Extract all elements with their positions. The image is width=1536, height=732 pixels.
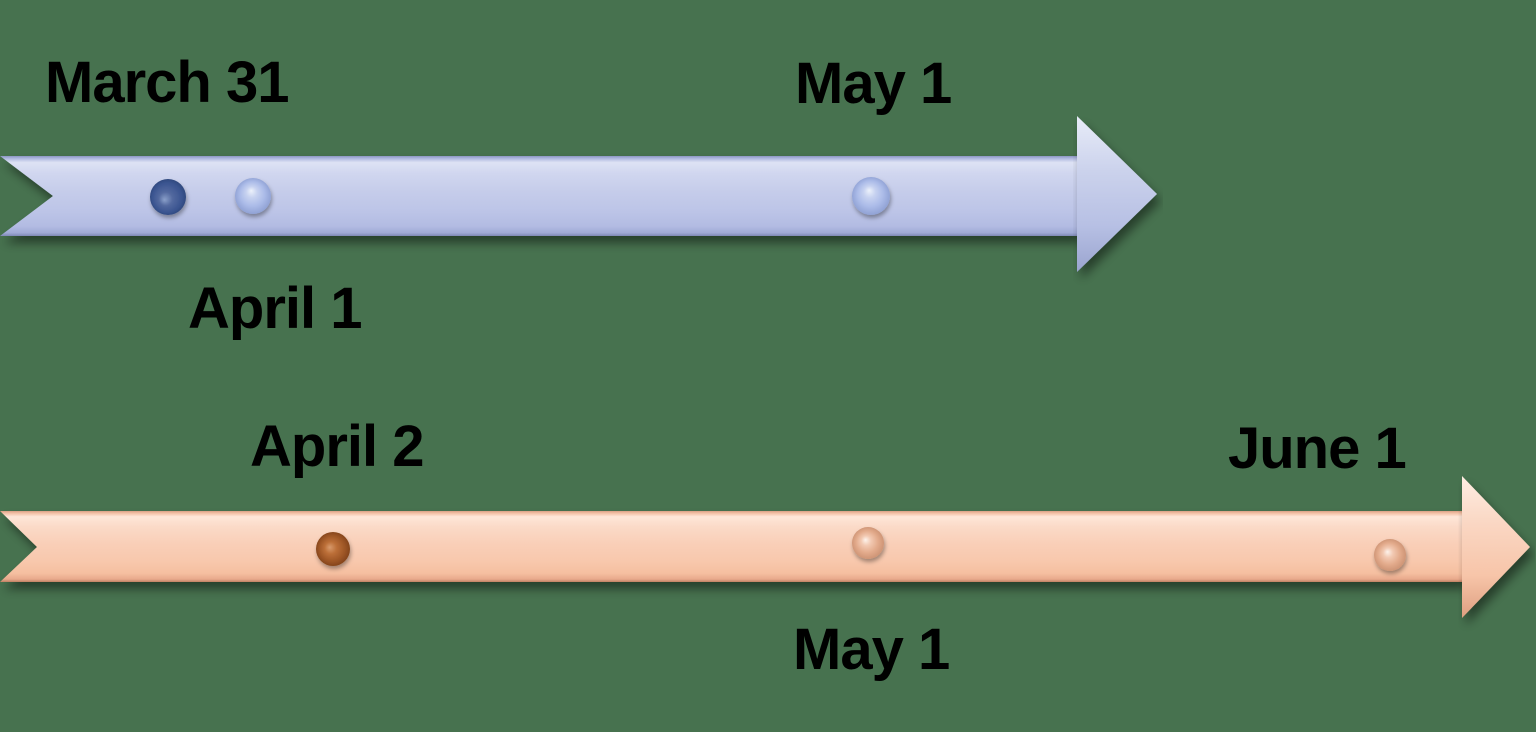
milestone-label-april-2: April 2 [250, 414, 424, 479]
milestone-label-march-31: March 31 [45, 50, 289, 115]
upper-timeline-arrow-head [1077, 116, 1157, 272]
lower-timeline-arrow-head [1462, 476, 1530, 618]
milestone-label-june-1: June 1 [1228, 416, 1407, 481]
milestone-label-april-1: April 1 [188, 276, 362, 341]
upper-timeline-arrow-band [0, 156, 1077, 236]
lower-timeline-arrow [0, 476, 1530, 618]
milestone-dot-march-31 [150, 179, 186, 215]
milestone-dot-april-1 [235, 178, 271, 214]
upper-timeline-arrow [0, 116, 1157, 272]
milestone-label-may-1-upper: May 1 [795, 51, 952, 116]
milestone-dot-may-1-lower [852, 527, 884, 559]
milestone-label-may-1-lower: May 1 [793, 617, 950, 682]
milestone-dot-june-1 [1374, 539, 1406, 571]
milestone-dot-may-1-upper [852, 177, 890, 215]
milestone-dot-april-2 [316, 532, 350, 566]
lower-timeline-arrow-band [0, 511, 1462, 582]
